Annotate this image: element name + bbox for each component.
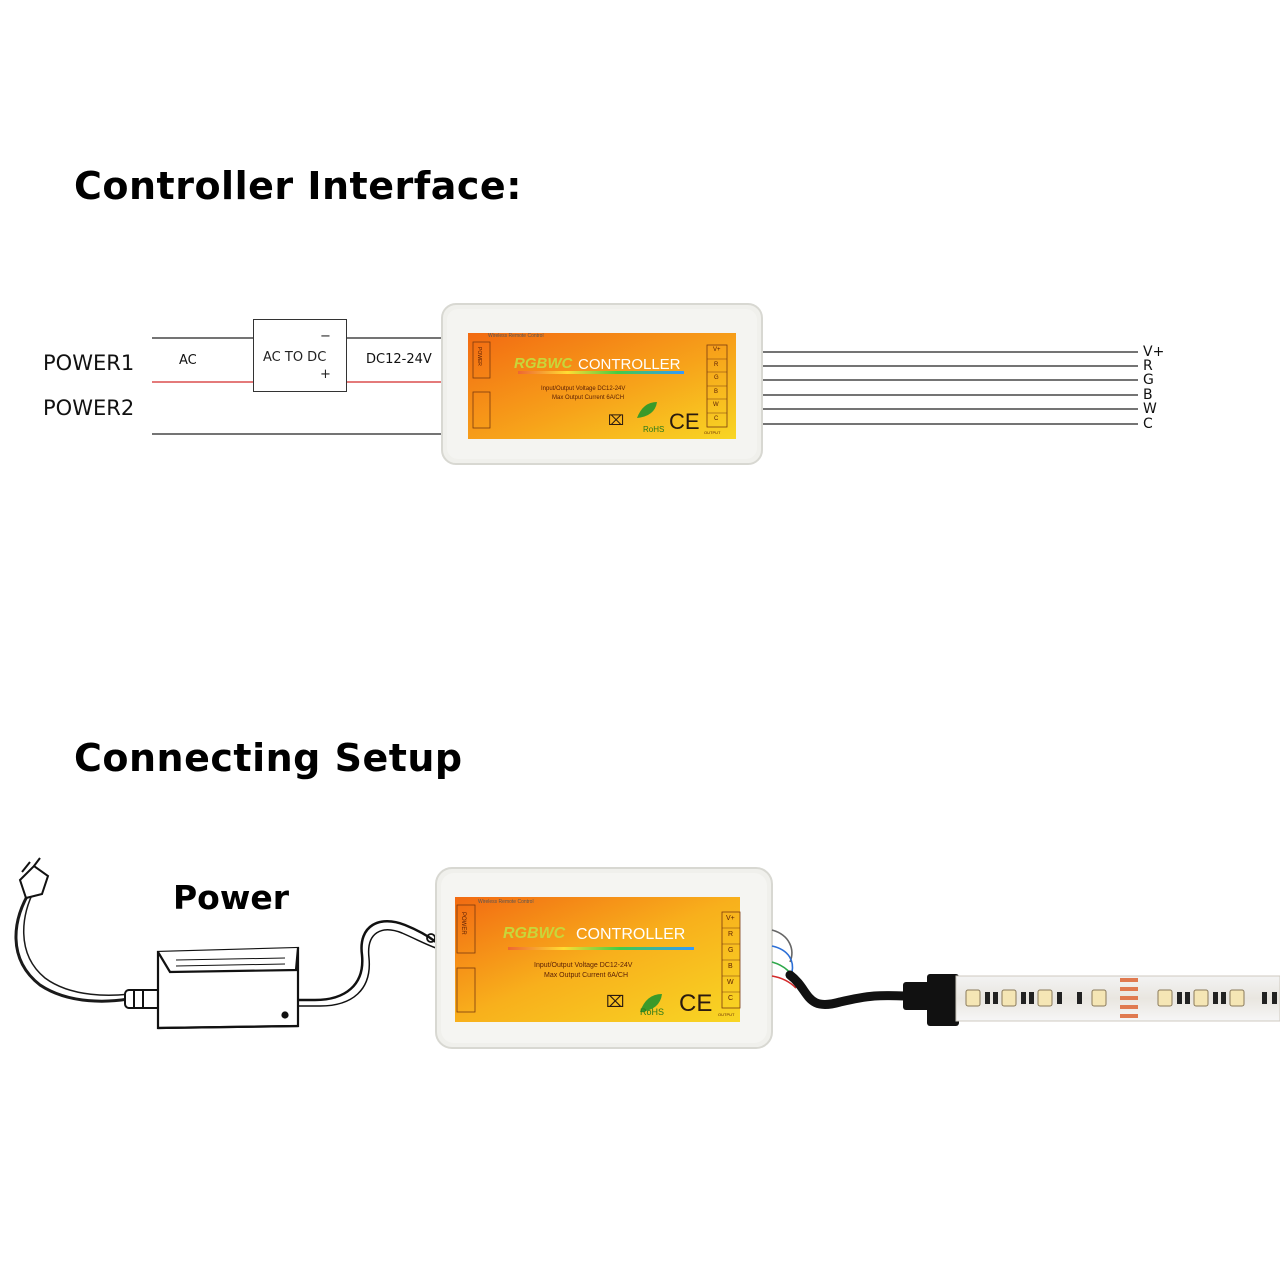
section-heading-interface: Controller Interface: bbox=[74, 164, 522, 208]
controller2-brand: CONTROLLER bbox=[576, 926, 686, 943]
output-label-c: C bbox=[1143, 416, 1153, 432]
output-wires bbox=[762, 351, 1138, 425]
ac-dc-converter-box: AC TO DC − + bbox=[253, 319, 347, 392]
power-supply-box bbox=[156, 946, 300, 1030]
terminal2-c: C bbox=[728, 995, 734, 1002]
strip-connector bbox=[903, 974, 959, 1026]
weee-icon: ⌧ bbox=[608, 412, 625, 428]
power-supply-label: Power bbox=[173, 878, 289, 917]
controller-top-label: Wireless Remote Control bbox=[488, 333, 544, 339]
terminal2-w: W bbox=[727, 979, 734, 986]
output-label-g: G bbox=[1143, 372, 1154, 388]
dc-voltage-label: DC12-24V bbox=[366, 352, 432, 367]
output-label-b: B bbox=[1143, 387, 1153, 403]
converter-minus: − bbox=[320, 329, 331, 344]
output-label-r: R bbox=[1143, 358, 1153, 374]
power1-label: POWER1 bbox=[43, 351, 135, 375]
ac-label: AC bbox=[179, 353, 197, 368]
strip-cable bbox=[785, 970, 910, 1009]
terminal-w: W bbox=[713, 402, 719, 408]
terminal2-r: R bbox=[728, 931, 734, 938]
output-terminal-label: OUTPUT bbox=[704, 430, 721, 435]
output-terminal-label-2: OUTPUT bbox=[718, 1012, 735, 1017]
controller2-top-label: Wireless Remote Control bbox=[478, 899, 534, 905]
output-label-w: W bbox=[1143, 401, 1157, 417]
power-terminal-label: POWER bbox=[476, 347, 482, 366]
plug-head bbox=[18, 857, 50, 900]
rohs-mark: RoHS bbox=[643, 425, 665, 434]
weee-icon-2: ⌧ bbox=[606, 994, 625, 1011]
controller-spec-line1: Input/Output Voltage DC12-24V bbox=[541, 386, 626, 392]
terminal-g: G bbox=[714, 375, 719, 381]
led-strip bbox=[955, 975, 1280, 1022]
section-heading-setup: Connecting Setup bbox=[74, 736, 463, 780]
terminal2-g: G bbox=[728, 947, 734, 954]
terminal-vplus: V+ bbox=[713, 347, 721, 353]
controller-device-setup bbox=[435, 867, 773, 1049]
converter-label: AC TO DC bbox=[263, 350, 327, 365]
psu-output-cable bbox=[298, 920, 437, 1007]
terminal-b: B bbox=[714, 389, 719, 395]
controller-spec-line2: Max Output Current 6A/CH bbox=[552, 395, 625, 401]
terminal2-b: B bbox=[728, 963, 733, 970]
converter-plus: + bbox=[320, 367, 331, 382]
terminal2-vplus: V+ bbox=[726, 915, 735, 922]
terminal-r: R bbox=[714, 362, 719, 368]
controller2-spec-line1: Input/Output Voltage DC12-24V bbox=[534, 962, 633, 969]
terminal-c: C bbox=[714, 416, 719, 422]
controller-brand: CONTROLLER bbox=[578, 356, 681, 373]
controller-brand-prefix: RGBWC bbox=[514, 355, 573, 372]
ac-plug-cord bbox=[14, 879, 131, 1003]
controller2-brand-prefix: RGBWC bbox=[503, 925, 566, 942]
ce-mark-2: CE bbox=[679, 990, 713, 1017]
ce-mark: CE bbox=[669, 409, 700, 434]
output-label-vplus: V+ bbox=[1143, 344, 1165, 360]
cord-barrel bbox=[124, 989, 162, 1009]
controller2-spec-line2: Max Output Current 6A/CH bbox=[544, 972, 629, 979]
power2-label: POWER2 bbox=[43, 396, 135, 420]
rohs-mark-2: RoHS bbox=[640, 1007, 665, 1017]
controller-device-diagram bbox=[441, 303, 763, 465]
power-terminal-label-2: POWER bbox=[460, 912, 466, 935]
